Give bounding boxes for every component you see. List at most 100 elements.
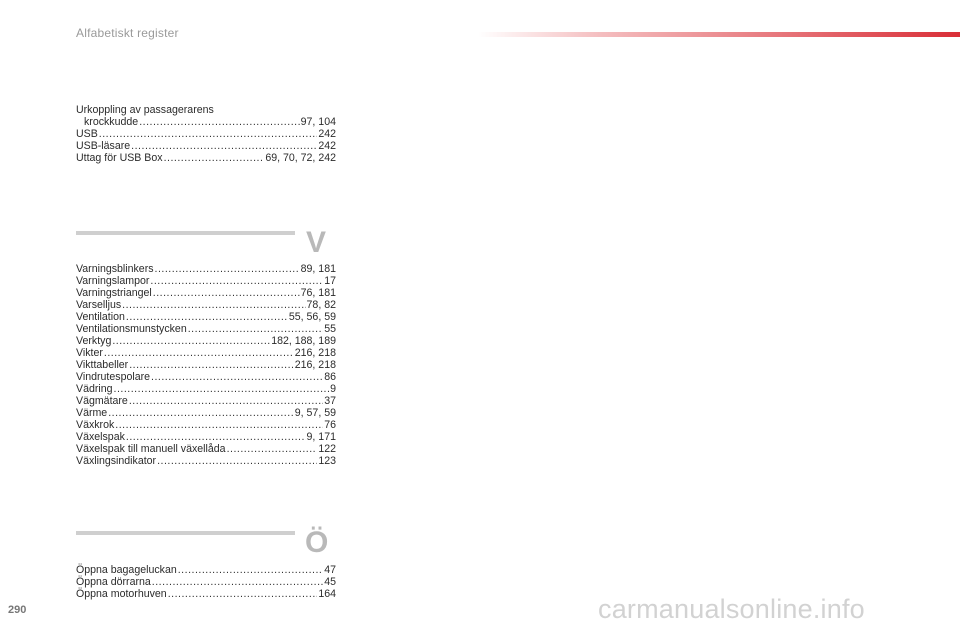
leader-dots: [122, 299, 305, 311]
entry-term: Växkrok: [76, 419, 115, 431]
entry-pages: 89, 181: [300, 263, 336, 275]
entry-term-line1: Urkoppling av passagerarens: [76, 104, 214, 116]
entry-pages: 55, 56, 59: [288, 311, 336, 323]
section-letter-o-umlaut: Ö: [305, 526, 329, 559]
leader-dots: [151, 371, 323, 383]
leader-dots: [104, 347, 294, 359]
leader-dots: [164, 152, 265, 164]
leader-dots: [112, 335, 270, 347]
index-entry: Öppna motorhuven164: [76, 588, 336, 600]
index-entry: Uttag för USB Box 69, 70, 72, 242: [76, 152, 336, 164]
entry-term: Vindrutespolare: [76, 371, 151, 383]
leader-dots: [155, 263, 300, 275]
entry-pages: 182, 188, 189: [271, 335, 336, 347]
index-entry: Varningsblinkers 89, 181: [76, 263, 336, 275]
index-entry: Växelspak till manuell växellåda 122: [76, 443, 336, 455]
leader-dots: [227, 443, 318, 455]
entry-pages: 86: [324, 371, 336, 383]
entry-pages: 97, 104: [300, 116, 336, 128]
entry-pages: 17: [324, 275, 336, 287]
entry-pages: 45: [324, 576, 336, 588]
entry-pages: 9: [330, 383, 336, 395]
entry-term: Växlingsindikator: [76, 455, 157, 467]
index-entry: Värme9, 57, 59: [76, 407, 336, 419]
index-entry: Verktyg 182, 188, 189: [76, 335, 336, 347]
leader-dots: [152, 576, 323, 588]
leader-dots: [126, 311, 288, 323]
index-entry: Varselljus 78, 82: [76, 299, 336, 311]
entry-term: Vädring: [76, 383, 113, 395]
entry-term: Varselljus: [76, 299, 122, 311]
index-entry: Varningslampor 17: [76, 275, 336, 287]
leader-dots: [114, 383, 330, 395]
leader-dots: [126, 431, 306, 443]
index-entry: Växelspak 9, 171: [76, 431, 336, 443]
index-entry: Öppna dörrarna 45: [76, 576, 336, 588]
entry-term: Öppna dörrarna: [76, 576, 151, 588]
leader-dots: [108, 407, 294, 419]
entry-pages: 37: [324, 395, 336, 407]
entry-term: Växelspak: [76, 431, 125, 443]
entry-pages: 47: [324, 564, 336, 576]
entry-term: Varningsblinkers: [76, 263, 154, 275]
index-entry: Vindrutespolare 86: [76, 371, 336, 383]
index-entry: Växlingsindikator123: [76, 455, 336, 467]
leader-dots: [115, 419, 323, 431]
index-entry: Vädring 9: [76, 383, 336, 395]
entry-term: Vikter: [76, 347, 103, 359]
entry-term: Vägmätare: [76, 395, 128, 407]
page-header-title: Alfabetiskt register: [76, 26, 179, 40]
entry-pages: 242: [318, 128, 336, 140]
entry-term: Uttag för USB Box: [76, 152, 163, 164]
entry-term: Öppna bagageluckan: [76, 564, 177, 576]
index-section-v: Varningsblinkers89, 181Varningslampor17V…: [76, 263, 336, 467]
leader-dots: [131, 140, 317, 152]
entry-pages: 164: [318, 588, 336, 600]
index-entry: Varningstriangel 76, 181: [76, 287, 336, 299]
entry-pages: 216, 218: [294, 347, 336, 359]
section-letter-v: V: [306, 226, 327, 259]
index-entry: Urkoppling av passagerarens krockkudde 9…: [76, 104, 336, 128]
section-divider-v: [76, 231, 295, 235]
page-number: 290: [8, 604, 27, 616]
entry-pages: 76, 181: [300, 287, 336, 299]
header-accent-bar: [478, 32, 960, 37]
index-entry: Öppna bagageluckan 47: [76, 564, 336, 576]
entry-term: USB-läsare: [76, 140, 131, 152]
index-entry: USB-läsare 242: [76, 140, 336, 152]
leader-dots: [139, 116, 299, 128]
entry-term: Vikttabeller: [76, 359, 129, 371]
entry-pages: 122: [318, 443, 336, 455]
leader-dots: [157, 455, 317, 467]
leader-dots: [178, 564, 323, 576]
index-entry: Ventilation 55, 56, 59: [76, 311, 336, 323]
entry-pages: 9, 171: [306, 431, 336, 443]
entry-term: Varningslampor: [76, 275, 150, 287]
entry-pages: 242: [318, 140, 336, 152]
entry-term: krockkudde: [84, 116, 139, 128]
leader-dots: [188, 323, 323, 335]
leader-dots: [99, 128, 318, 140]
index-section-u: Urkoppling av passagerarens krockkudde 9…: [76, 104, 336, 164]
entry-term: Verktyg: [76, 335, 112, 347]
entry-pages: 216, 218: [294, 359, 336, 371]
leader-dots: [129, 395, 323, 407]
leader-dots: [129, 359, 294, 371]
leader-dots: [168, 588, 318, 600]
index-entry: USB 242: [76, 128, 336, 140]
entry-pages: 69, 70, 72, 242: [265, 152, 336, 164]
index-entry: Ventilationsmunstycken55: [76, 323, 336, 335]
entry-term: Ventilation: [76, 311, 125, 323]
index-entry: Växkrok 76: [76, 419, 336, 431]
entry-term: Varningstriangel: [76, 287, 152, 299]
entry-pages: 76: [324, 419, 336, 431]
index-entry: Vägmätare 37: [76, 395, 336, 407]
leader-dots: [150, 275, 323, 287]
entry-term: Värme: [76, 407, 108, 419]
entry-pages: 55: [324, 323, 336, 335]
entry-term: Växelspak till manuell växellåda: [76, 443, 226, 455]
entry-pages: 78, 82: [306, 299, 336, 311]
leader-dots: [153, 287, 300, 299]
section-divider-o: [76, 531, 295, 535]
